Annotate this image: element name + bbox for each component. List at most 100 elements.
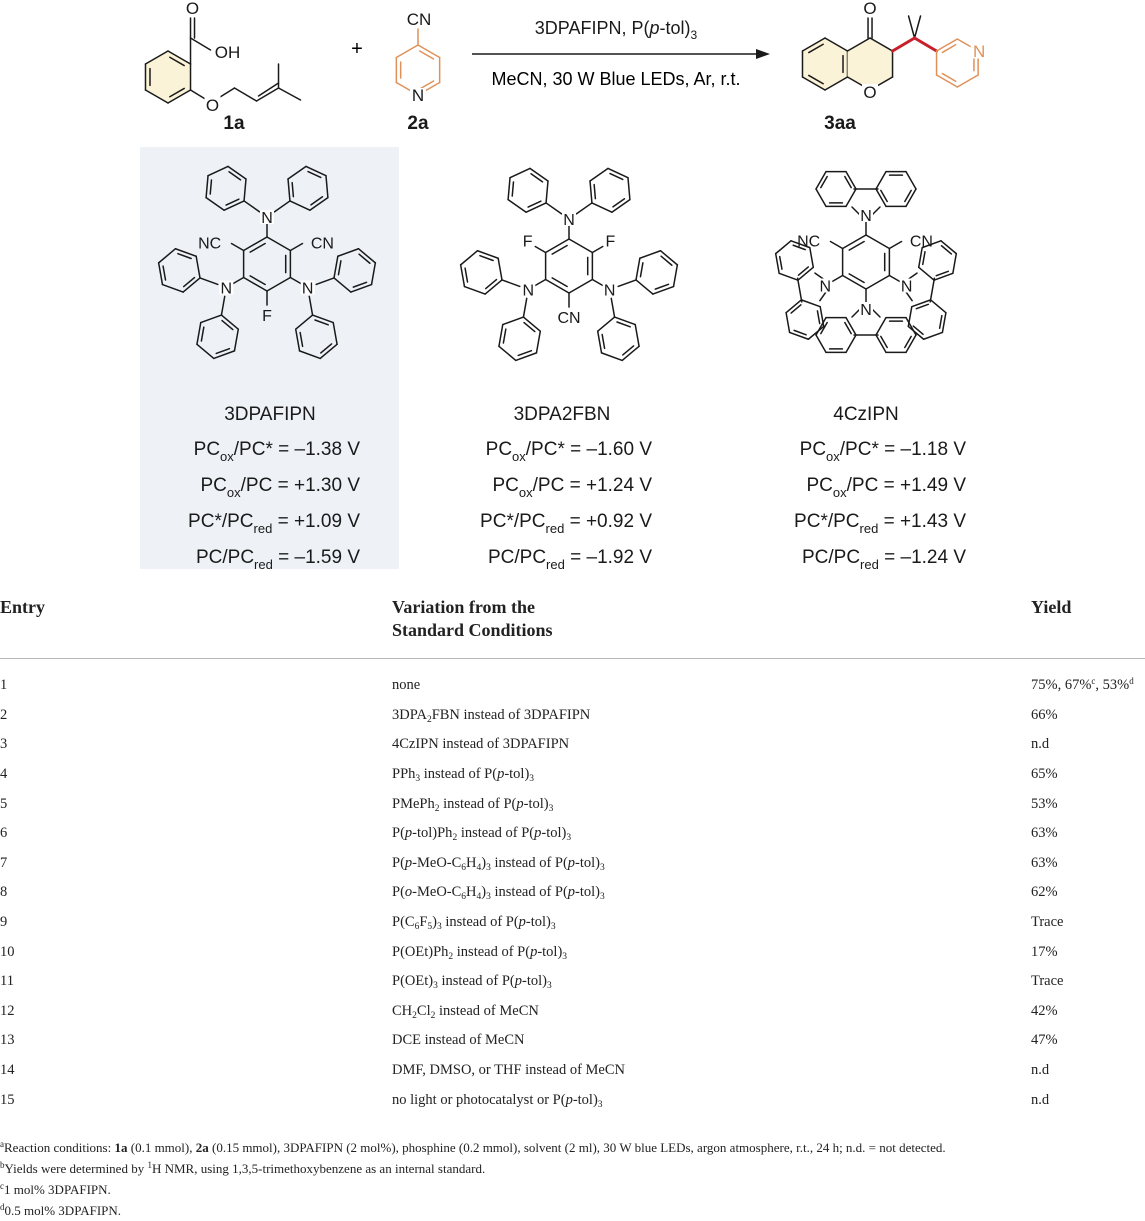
cell-entry: 14 [0,1062,15,1079]
atom-label-n-pyridine: N [412,86,424,105]
cell-entry: 13 [0,1032,15,1049]
catalyst-name: 3DPA2FBN [514,404,611,425]
atom-label-n-product: N [973,42,985,61]
cell-variation: CH2Cl2 instead of MeCN [392,1002,539,1021]
table-row: 9 P(C6F5)3 instead of P(p-tol)3 Trace [0,908,1145,938]
cell-yield: Trace [1031,973,1064,990]
atom-label-f-left-3dpa2fbn: F [523,234,533,251]
atom-label-cn-3dpafipn: CN [311,236,334,253]
cell-variation: P(o-MeO-C6H4)3 instead of P(p-tol)3 [392,884,605,903]
atom-label-nc-3dpafipn: NC [198,236,221,253]
cell-yield: n.d [1031,1091,1050,1108]
cell-variation: PMePh2 instead of P(p-tol)3 [392,795,554,814]
table-row: 5 PMePh2 instead of P(p-tol)3 53% [0,789,1145,819]
cell-entry: 2 [0,706,8,723]
redox-potential: PCox/PC = +1.30 V [201,475,361,500]
cell-variation: no light or photocatalyst or P(p-tol)3 [392,1091,603,1110]
redox-potential: PC*/PCred = +1.09 V [188,511,360,536]
cell-entry: 10 [0,943,15,960]
reagent-line-1: 3DPAFIPN, P(p-tol)3 [535,18,698,42]
cell-variation: DMF, DMSO, or THF instead of MeCN [392,1062,625,1079]
atom-label-nc-4czipn: NC [797,234,820,251]
cell-entry: 1 [0,677,8,694]
footnote: bYields were determined by 1H NMR, using… [0,1160,486,1177]
atom-label-ring-o: O [863,83,876,102]
cell-entry: 15 [0,1091,15,1108]
cell-yield: 65% [1031,766,1058,783]
atom-label-o-ether: O [206,96,219,115]
cell-variation: PPh3 instead of P(p-tol)3 [392,766,535,785]
cell-yield: Trace [1031,914,1064,931]
catalyst-name: 3DPAFIPN [224,404,316,425]
cell-variation: P(C6F5)3 instead of P(p-tol)3 [392,914,556,933]
redox-potential: PC/PCred = –1.59 V [196,547,360,572]
catalyst-name: 4CzIPN [833,404,898,425]
table-row: 1 none 75%, 67%c, 53%d [0,659,1145,701]
redox-potential: PCox/PC = +1.24 V [493,475,653,500]
cell-yield: n.d [1031,1062,1050,1079]
cell-entry: 6 [0,825,8,842]
cell-entry: 3 [0,736,8,753]
footnotes: aReaction conditions: 1a (0.1 mmol), 2a … [0,1137,1145,1221]
atom-label-n-left-4czipn: N [820,279,832,296]
cell-variation: 4CzIPN instead of 3DPAFIPN [392,736,570,753]
redox-potential: PC/PCred = –1.24 V [802,547,966,572]
cell-entry: 8 [0,884,8,901]
redox-potential: PC/PCred = –1.92 V [488,547,652,572]
atom-label-ketone-o: O [863,0,876,18]
label-3aa: 3aa [824,113,856,134]
cell-entry: 4 [0,766,8,783]
plus-sign: + [351,38,363,60]
redox-potential: PCox/PC* = –1.38 V [194,439,361,464]
cell-entry: 9 [0,914,8,931]
cell-entry: 11 [0,973,14,990]
table-row: 10 P(OEt)Ph2 instead of P(p-tol)3 17% [0,937,1145,967]
atom-label-cn-4czipn: CN [910,234,933,251]
cell-entry: 5 [0,795,8,812]
cell-entry: 7 [0,854,8,871]
atom-label-n-left-3dpa2fbn: N [523,283,535,300]
redox-potential: PCox/PC = +1.49 V [807,475,967,500]
header-yield: Yield [1031,597,1072,617]
atom-label-cn: CN [407,10,432,29]
atom-label-oh: OH [215,43,241,62]
cell-variation: P(p-MeO-C6H4)3 instead of P(p-tol)3 [392,854,605,873]
redox-potential: PC*/PCred = +0.92 V [480,511,652,536]
table-row: 14 DMF, DMSO, or THF instead of MeCN n.d [0,1056,1145,1086]
label-2a: 2a [407,113,429,134]
atom-label-f-3dpafipn: F [262,308,272,325]
cell-variation: none [392,677,421,694]
cell-yield: 42% [1031,1002,1058,1019]
cell-yield: 75%, 67%c, 53%d [1031,676,1134,694]
cell-yield: 17% [1031,943,1058,960]
cell-variation: P(OEt)Ph2 instead of P(p-tol)3 [392,943,568,962]
footnote: aReaction conditions: 1a (0.1 mmol), 2a … [0,1139,946,1156]
atom-label-n-left-3dpafipn: N [221,281,233,298]
cell-yield: 63% [1031,854,1058,871]
table-row: 7 P(p-MeO-C6H4)3 instead of P(p-tol)3 63% [0,849,1145,879]
footnote: d0.5 mol% 3DPAFIPN. [0,1202,122,1219]
cell-yield: 63% [1031,825,1058,842]
cell-yield: 47% [1031,1032,1058,1049]
cell-yield: 62% [1031,884,1058,901]
atom-label-n-right-3dpafipn: N [302,281,314,298]
atom-label-n-top-3dpa2fbn: N [563,212,575,229]
cell-variation: 3DPA2FBN instead of 3DPAFIPN [392,706,591,725]
atom-label-n-top-4czipn: N [860,208,872,225]
footnote: c1 mol% 3DPAFIPN. [0,1181,111,1198]
reaction-scheme: 3DPAFIPN, P(p-tol)3 MeCN, 30 W Blue LEDs… [140,0,986,572]
reaction-arrow [472,49,770,59]
redox-potential: PCox/PC* = –1.60 V [486,439,653,464]
atom-label-o: O [186,0,199,18]
header-entry: Entry [0,597,45,617]
cell-yield: 53% [1031,795,1058,812]
